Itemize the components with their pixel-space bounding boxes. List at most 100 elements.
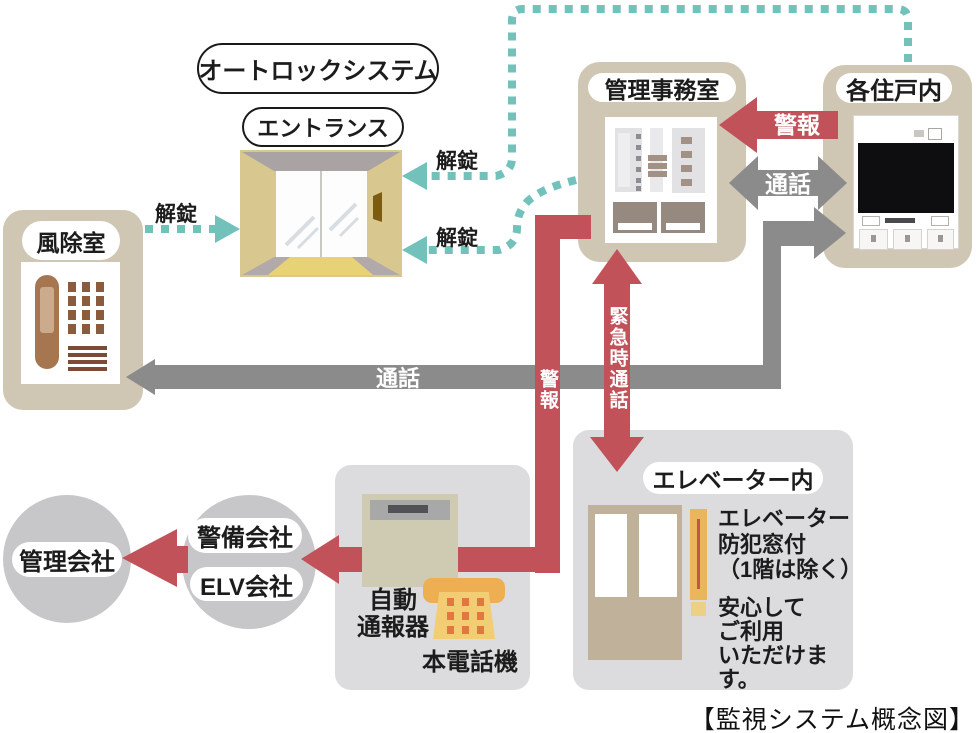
auto-lock-system-pill: オートロックシステム bbox=[197, 43, 439, 94]
entrance-door-illustration bbox=[240, 150, 402, 277]
entrance-pill: エントランス bbox=[242, 107, 404, 147]
auto-dialer-label-line2: 通報器 bbox=[357, 614, 429, 641]
alarm-to-security-arrowhead bbox=[301, 535, 339, 584]
door-reflection bbox=[338, 216, 360, 238]
door-left-panel bbox=[276, 171, 320, 257]
auto-lock-system-label: オートロックシステム bbox=[198, 58, 438, 85]
monitor-button-2 bbox=[893, 229, 922, 250]
alarm-residence-arrowhead bbox=[719, 97, 757, 153]
emergency-call-label: 緊急時通話 bbox=[606, 305, 628, 411]
monitor-speaker-icon bbox=[928, 128, 942, 140]
elevator-note-text: 安心して ご利用 いただけます。 bbox=[718, 596, 853, 692]
elevator-note-line2: ご利用 bbox=[718, 619, 785, 644]
call-riser-arm bbox=[763, 221, 815, 246]
elevator-note-line3: いただけます。 bbox=[718, 643, 829, 692]
emergency-call-bar bbox=[604, 280, 630, 438]
elevator-door-illustration bbox=[588, 505, 682, 660]
management-company-circle: 管理会社 bbox=[3, 495, 131, 623]
call-riser bbox=[763, 221, 781, 389]
elevator-door-left bbox=[595, 514, 627, 597]
office-control-panel bbox=[605, 117, 717, 243]
diagram-caption: 【監視システム概念図】 bbox=[689, 705, 975, 733]
monitor-led bbox=[914, 130, 924, 137]
elevator-door-right bbox=[639, 514, 677, 597]
unlock-lower-arrowhead bbox=[402, 236, 427, 264]
alarm-path-vertical-bar bbox=[535, 215, 560, 573]
windbreak-room-label: 風除室 bbox=[36, 229, 106, 256]
security-window-line bbox=[697, 519, 700, 589]
auto-dialer-device bbox=[362, 494, 458, 587]
security-window-square bbox=[691, 602, 706, 616]
door-reflection bbox=[284, 215, 316, 247]
management-company-label: 管理会社 bbox=[19, 549, 115, 576]
elevator-desc-line2: 防犯窓付 bbox=[718, 531, 807, 557]
door-reflection bbox=[296, 226, 320, 250]
management-company-pill: 管理会社 bbox=[12, 542, 122, 577]
call-short-right-arrowhead bbox=[818, 156, 847, 210]
security-to-management-arrowhead bbox=[122, 529, 177, 587]
emergency-call-up-arrowhead bbox=[592, 249, 642, 284]
call-riser-arrowhead bbox=[814, 207, 846, 259]
elevator-label: エレベーター内 bbox=[652, 467, 814, 493]
intercom-handset bbox=[35, 275, 59, 369]
monitor-screen bbox=[858, 143, 954, 213]
residence-label: 各住戸内 bbox=[846, 77, 942, 105]
windbreak-intercom bbox=[21, 262, 120, 384]
unlock-path-from-residence bbox=[410, 4, 912, 180]
monitor-strip-button-left bbox=[862, 216, 880, 226]
entrance-floor-mat bbox=[268, 257, 373, 275]
monitor-button-3 bbox=[927, 229, 954, 250]
monitor-strip-bar bbox=[885, 218, 915, 223]
door-reflection bbox=[328, 202, 358, 232]
security-company-pill: 警備会社 bbox=[188, 518, 302, 553]
call-short-label: 通話 bbox=[765, 171, 811, 197]
call-short-left-arrowhead bbox=[729, 156, 758, 210]
main-phone-label: 本電話機 bbox=[422, 649, 518, 676]
auto-dialer-label-line1: 自動 bbox=[369, 587, 417, 614]
management-office-label: 管理事務室 bbox=[604, 76, 720, 103]
unlock-windbreak-arrowhead bbox=[215, 215, 240, 243]
alarm-vertical-label: 警報 bbox=[537, 369, 558, 411]
residence-card: 各住戸内 bbox=[823, 65, 972, 268]
elv-company-label: ELV会社 bbox=[200, 573, 293, 601]
elevator-desc-line3: （1階は除く） bbox=[718, 557, 863, 582]
panel-speaker-left bbox=[613, 202, 657, 233]
unlock-label-upper: 解錠 bbox=[436, 150, 478, 173]
monitor-button-1 bbox=[859, 229, 888, 250]
monitor-strip-button-right bbox=[931, 216, 949, 226]
windbreak-room-card: 風除室 bbox=[3, 210, 143, 410]
call-long-band bbox=[148, 365, 781, 389]
security-window-bar bbox=[690, 509, 707, 600]
entrance-label: エントランス bbox=[257, 116, 389, 141]
call-long-label: 通話 bbox=[375, 366, 420, 391]
security-to-management-stub bbox=[176, 546, 188, 573]
elevator-note-line1: 安心して bbox=[718, 595, 806, 620]
management-office-pill: 管理事務室 bbox=[588, 73, 736, 103]
call-short-band bbox=[755, 170, 821, 196]
elv-company-pill: ELV会社 bbox=[190, 567, 303, 601]
alarm-label: 警報 bbox=[774, 112, 820, 138]
alarm-residence-band bbox=[755, 111, 838, 139]
door-handle bbox=[373, 192, 382, 222]
security-company-label: 警備会社 bbox=[197, 525, 293, 552]
entrance-ceiling bbox=[242, 152, 400, 171]
security-elv-circle: 警備会社 ELV会社 bbox=[182, 495, 316, 629]
telephone-illustration bbox=[420, 575, 516, 641]
elevator-desc-line1: エレベーター bbox=[718, 506, 851, 531]
unlock-path-from-office bbox=[410, 176, 577, 254]
handset-inner bbox=[40, 287, 54, 333]
management-office-card: 管理事務室 bbox=[578, 62, 746, 262]
elevator-pill: エレベーター内 bbox=[643, 462, 823, 494]
auto-dialer-label: 自動 通報器 bbox=[353, 587, 433, 641]
emergency-call-down-arrowhead bbox=[590, 437, 644, 472]
elevator-desc-text: エレベーター 防犯窓付 （1階は除く） bbox=[718, 506, 863, 583]
windbreak-room-pill: 風除室 bbox=[22, 221, 120, 260]
call-long-arrowhead bbox=[126, 359, 155, 395]
residence-pill: 各住戸内 bbox=[836, 73, 952, 105]
phone-handset-bar bbox=[432, 578, 496, 592]
elevator-card: エレベーター内 エレベーター 防犯窓付 （1階は除く） 安心して ご利用 いただ… bbox=[573, 430, 863, 692]
unlock-upper-arrowhead bbox=[402, 162, 427, 190]
